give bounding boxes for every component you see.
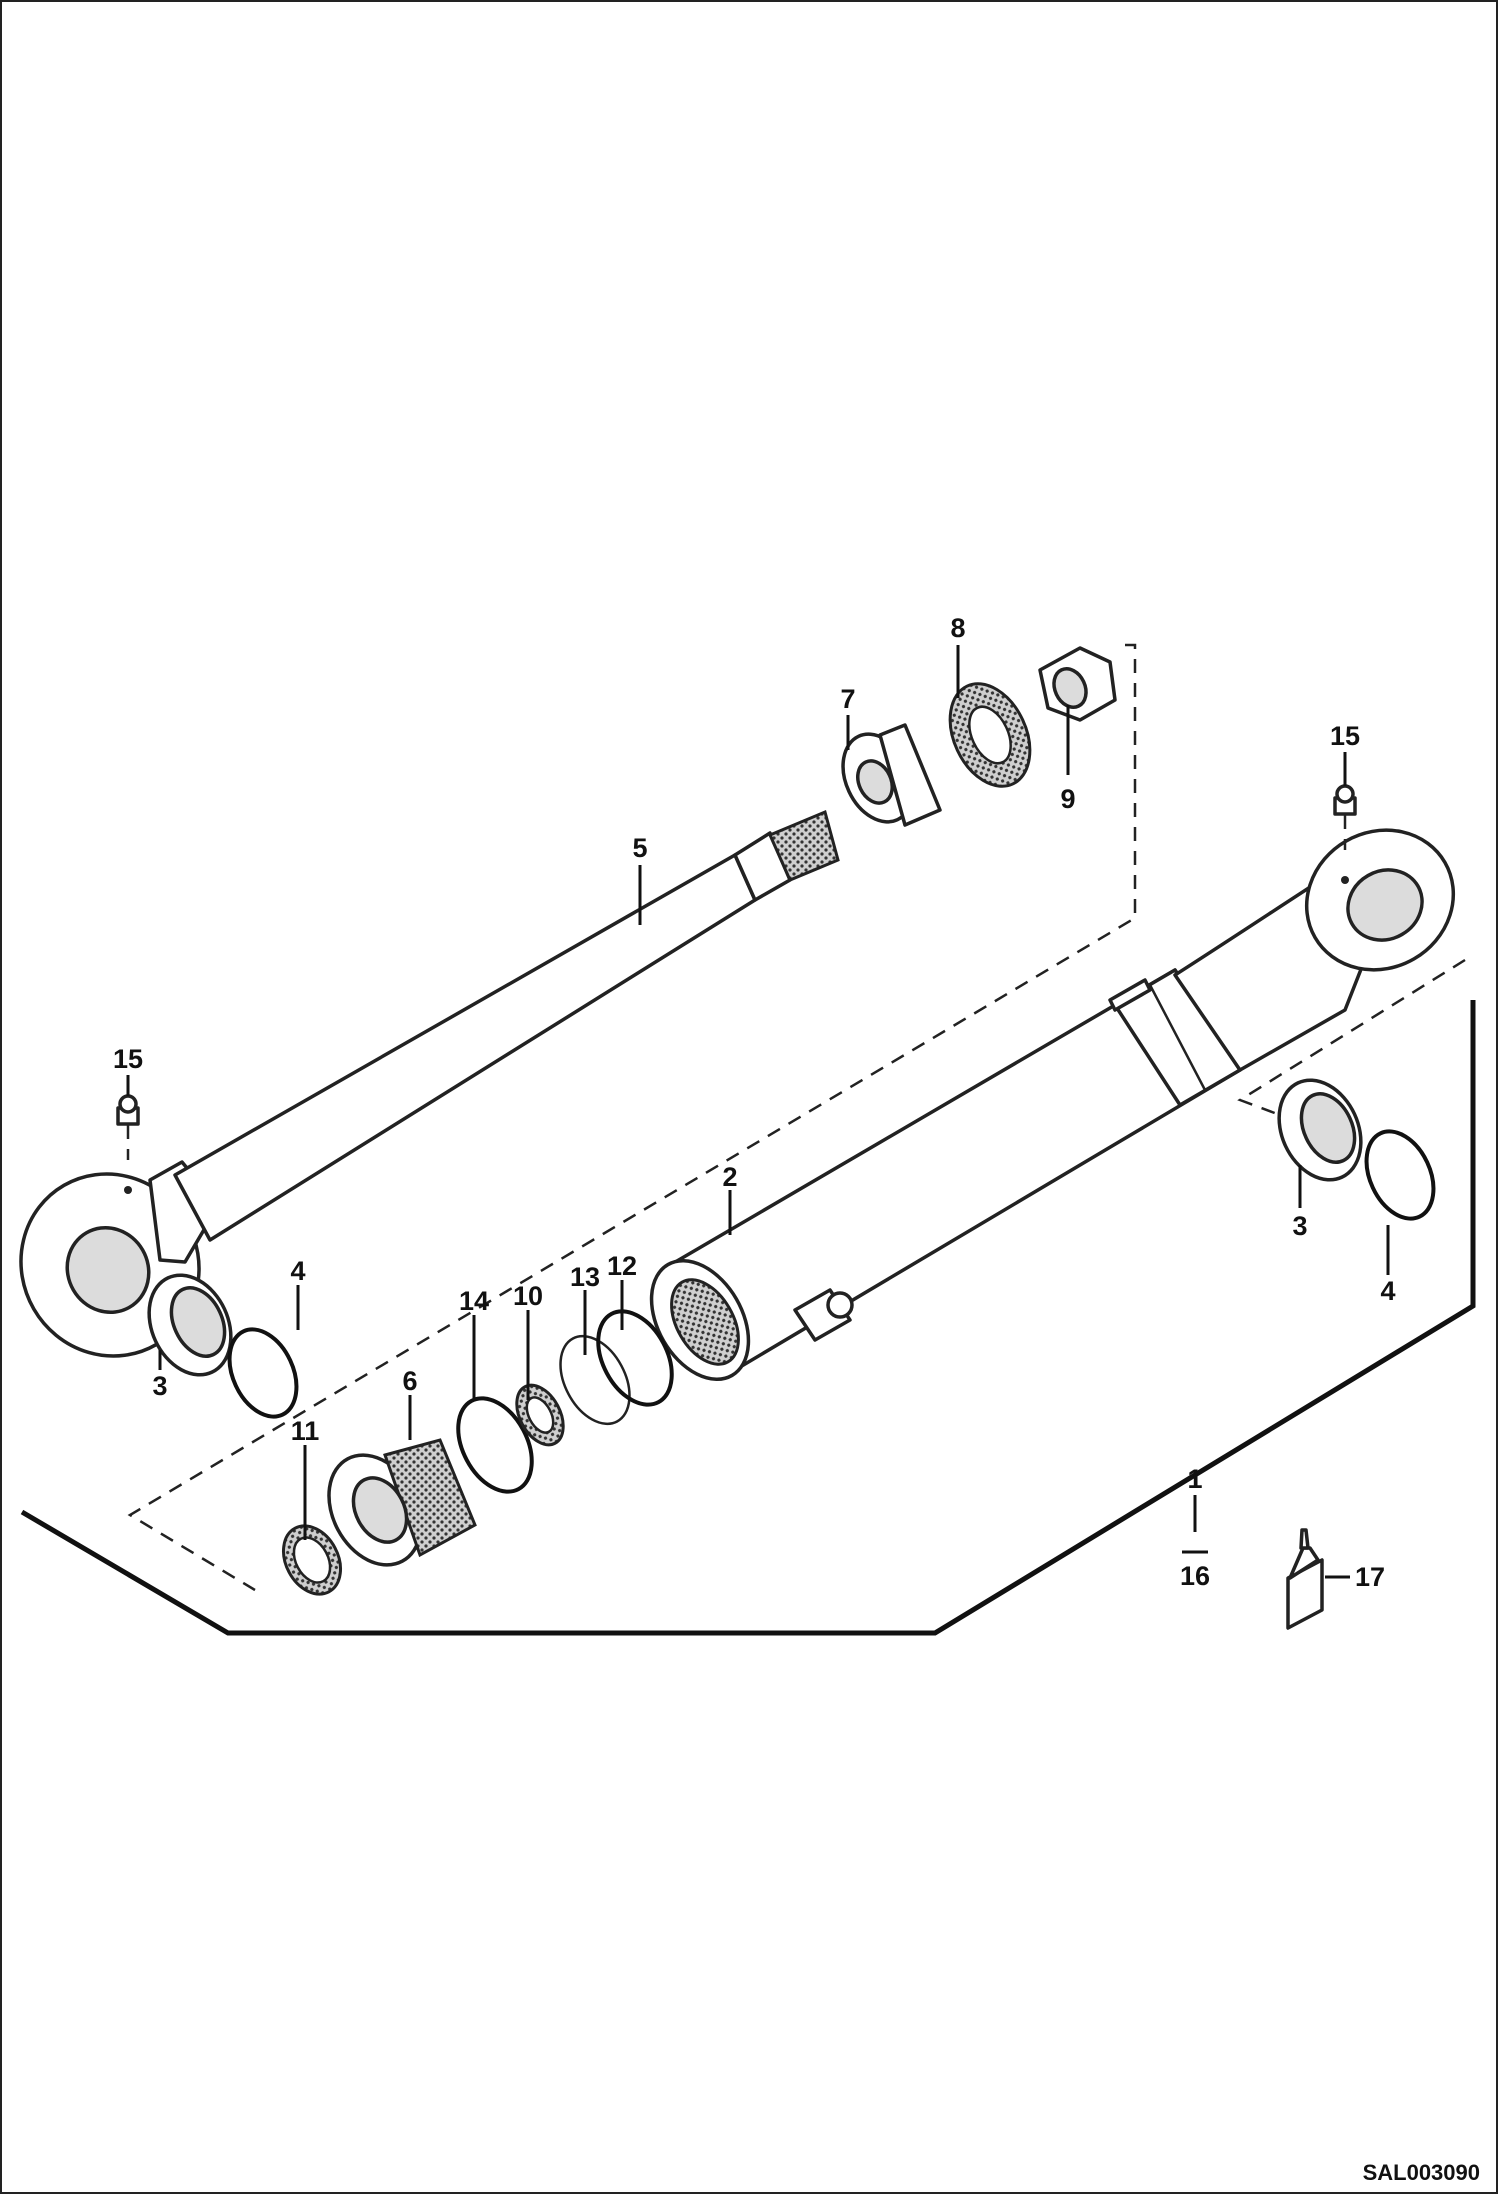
grease-nipple-left [116,1094,140,1160]
callout-5: 5 [632,833,647,863]
o-ring-14 [456,1396,534,1494]
leader-lines [126,645,1390,1579]
cylinder-tube [649,828,1456,1382]
drawing-code: SAL003090 [1363,2160,1480,2185]
callout-4-right: 4 [1380,1276,1395,1306]
o-ring-12 [596,1309,674,1407]
piston-7 [841,723,942,827]
bushing-right [1277,1078,1363,1182]
callout-16: 16 [1180,1561,1210,1591]
wear-ring-11 [281,1524,343,1596]
bushing-left [147,1273,233,1377]
adhesive-bottle-17 [1286,1528,1324,1630]
callout-4-left: 4 [290,1256,305,1286]
backup-ring-13 [559,1334,631,1426]
piston-rod [19,809,840,1358]
callout-11: 11 [291,1416,320,1446]
callout-3-left: 3 [152,1371,167,1401]
piston-head [327,1438,477,1567]
callout-7: 7 [840,684,855,714]
callout-1: 1 [1187,1464,1202,1494]
seal-10 [515,1383,565,1447]
cylinder-dashed-guide [1237,958,1466,1117]
callout-14: 14 [459,1286,489,1316]
callout-3-right: 3 [1292,1211,1307,1241]
callout-9: 9 [1060,784,1075,814]
callout-6: 6 [402,1366,417,1396]
lock-nut-9 [1038,646,1117,722]
callout-15-right: 15 [1330,721,1360,751]
rod-dashed-guide [127,643,1137,1592]
snap-ring-right [1364,1129,1436,1221]
callout-12: 12 [607,1251,637,1281]
callout-15-left: 15 [113,1044,143,1074]
callout-13: 13 [570,1262,600,1292]
piston-seal-8 [948,682,1032,788]
callout-8: 8 [950,613,965,643]
snap-ring-left [227,1327,299,1419]
callout-10: 10 [513,1281,543,1311]
callout-labels: 1 2 3 3 4 4 5 6 7 8 9 10 11 12 13 14 15 … [113,613,1396,1592]
callout-17: 17 [1355,1562,1385,1592]
assembly-bracket [20,1000,1476,1636]
callout-2: 2 [722,1162,737,1192]
